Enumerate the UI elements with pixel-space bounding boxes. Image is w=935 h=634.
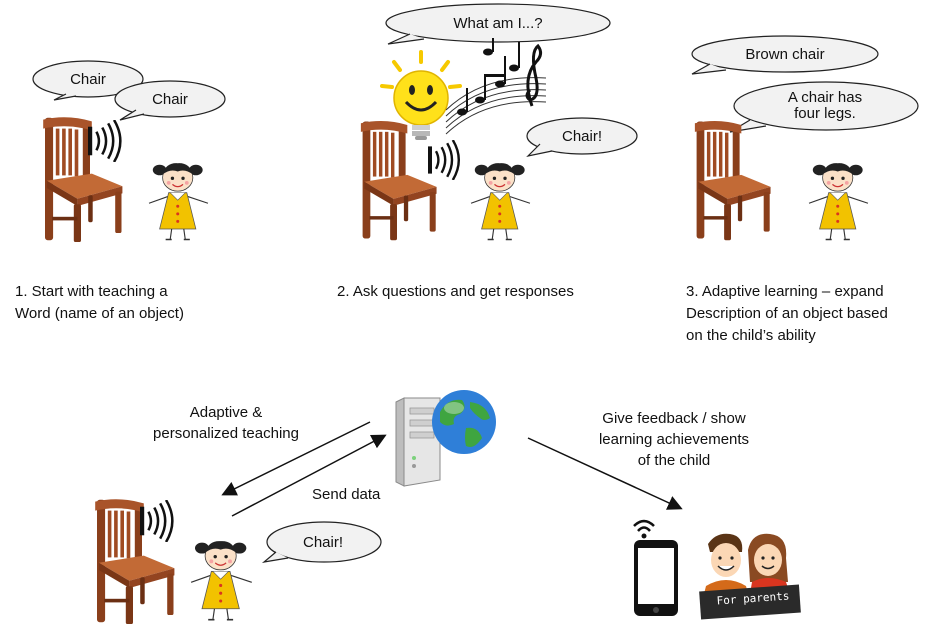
speech-bubble: A chair has four legs. [729,80,920,136]
step2-caption: 2. Ask questions and get responses [337,281,574,303]
bubble-shape [261,521,382,563]
caption-line: 3. Adaptive learning – expand [686,283,884,300]
caption-line: 2. Ask questions and get responses [337,283,574,300]
bubble-text: Chair [70,71,106,88]
lightbulb-smiley-icon [380,50,462,140]
bubble-text: A chair has [787,89,863,106]
bubble-text: Brown chair [745,46,825,63]
label-line: Give feedback / show [602,410,746,427]
smartphone-icon [634,540,678,616]
caption-line: on the child’s ability [686,327,816,344]
feedback-label: Give feedback / show learning achievemen… [584,408,764,471]
bubble-shape [729,81,919,133]
bubble-shape [526,117,638,157]
speech-bubble: Chair [114,80,226,121]
bubble-text: Chair [152,91,188,108]
label-line: of the child [637,452,711,469]
speaker-waves-icon [140,500,174,542]
arrow-feedback [527,437,683,510]
step1-caption: 1. Start with teaching a Word (name of a… [15,281,184,325]
speech-bubble: Chair! [261,520,382,566]
bubble-text: Chair! [561,128,602,145]
arrow-send-data [231,434,387,517]
bubble-text: Chair! [302,534,343,551]
label-line: Adaptive & [189,404,263,421]
step3-caption: 3. Adaptive learning – expand Descriptio… [686,281,888,347]
label-line: personalized teaching [153,425,299,442]
music-notes-icon [445,38,547,135]
caption-line: 1. Start with teaching a [15,283,168,300]
bubble-shape [114,80,226,121]
adaptive-teaching-label: Adaptive & personalized teaching [140,402,312,444]
label-line: learning achievements [598,431,750,448]
globe-icon [432,390,496,454]
send-data-label: Send data [312,486,381,503]
bubble-shape [691,35,879,75]
speech-bubble: What am I...? [384,2,612,46]
parents-icon [699,533,801,620]
speech-bubble: Chair [32,60,144,101]
speech-bubble: Chair! [526,116,638,160]
bubble-shape [32,60,144,101]
child-icon [190,540,253,621]
bubble-text: four legs. [794,105,856,122]
arrow-teaching [221,421,371,496]
wifi-icon [633,519,655,539]
server-icon [395,397,441,487]
speech-bubble: Brown chair [690,34,880,78]
bubble-text: What am I...? [453,15,543,32]
caption-line: Word (name of an object) [15,305,184,322]
bubble-shape [385,3,611,45]
caption-line: Description of an object based [686,305,888,322]
